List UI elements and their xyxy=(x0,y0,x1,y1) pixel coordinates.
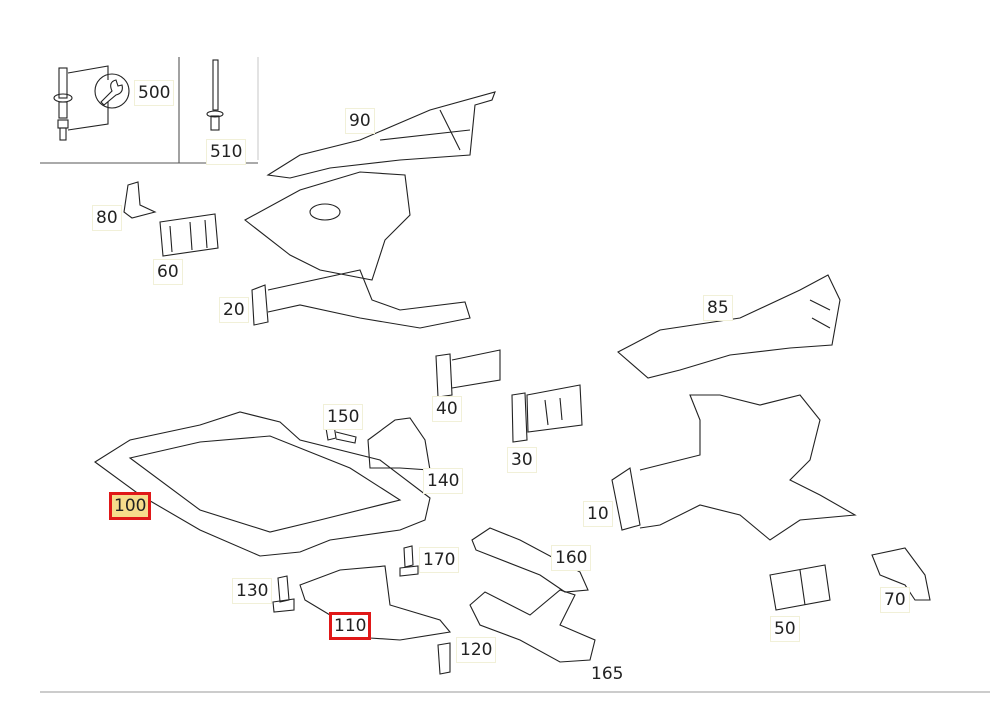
label-165[interactable]: 165 xyxy=(587,661,628,687)
part-20 xyxy=(243,171,471,329)
bolt-170 xyxy=(399,545,419,577)
legend-box-lines xyxy=(40,57,990,693)
label-510[interactable]: 510 xyxy=(206,139,247,165)
part-40 xyxy=(435,349,501,398)
label-120[interactable]: 120 xyxy=(456,637,497,663)
bolt-130 xyxy=(272,575,295,613)
label-30[interactable]: 30 xyxy=(507,447,537,473)
label-100-selected[interactable]: 100 xyxy=(109,492,152,520)
label-70[interactable]: 70 xyxy=(880,587,910,613)
bolt-120 xyxy=(437,642,451,675)
screw-set-500 xyxy=(53,65,109,141)
label-90[interactable]: 90 xyxy=(345,108,375,134)
part-70 xyxy=(871,547,931,601)
label-150[interactable]: 150 xyxy=(323,404,364,430)
part-80 xyxy=(123,181,157,219)
part-140 xyxy=(367,417,431,471)
label-50[interactable]: 50 xyxy=(770,616,800,642)
bracket-110 xyxy=(299,565,452,641)
label-60[interactable]: 60 xyxy=(153,259,183,285)
part-90 xyxy=(266,91,496,179)
label-40[interactable]: 40 xyxy=(432,396,462,422)
part-10 xyxy=(611,394,857,541)
part-60 xyxy=(159,213,219,257)
label-170[interactable]: 170 xyxy=(419,547,460,573)
part-30 xyxy=(511,384,583,443)
crossmember-165 xyxy=(469,589,596,663)
label-20[interactable]: 20 xyxy=(219,297,249,323)
label-10[interactable]: 10 xyxy=(583,501,613,527)
label-85[interactable]: 85 xyxy=(703,295,733,321)
part-50 xyxy=(769,564,831,611)
label-130[interactable]: 130 xyxy=(232,578,273,604)
label-140[interactable]: 140 xyxy=(423,468,464,494)
part-85 xyxy=(617,274,841,379)
bracket-160 xyxy=(471,527,589,593)
wrench-icon xyxy=(94,73,130,109)
label-160[interactable]: 160 xyxy=(551,545,592,571)
label-500[interactable]: 500 xyxy=(134,80,175,106)
subframe-100 xyxy=(94,411,431,557)
rivet-510 xyxy=(206,59,224,131)
label-80[interactable]: 80 xyxy=(92,205,122,231)
label-110-selected[interactable]: 110 xyxy=(329,612,372,640)
